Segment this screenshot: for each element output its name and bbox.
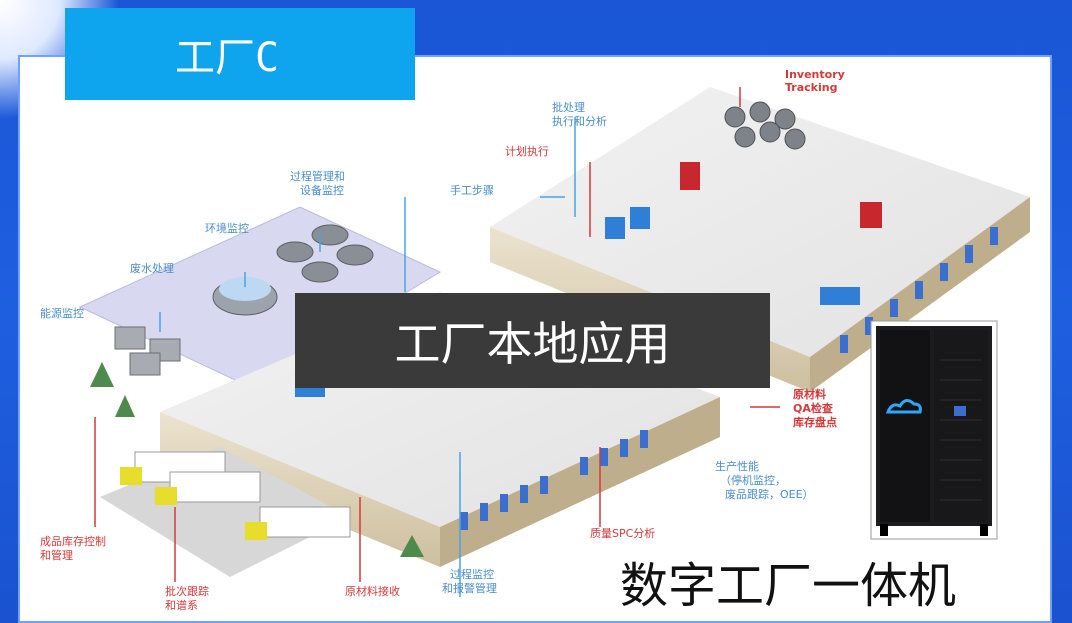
annotation-raw-qa-2: QA检查 xyxy=(793,402,833,415)
annotation-raw-receive: 原材料接收 xyxy=(345,585,400,598)
slide-title: 工厂C xyxy=(65,8,415,100)
callout-lines xyxy=(159,117,576,597)
annotation-wastewater: 废水处理 xyxy=(130,262,174,275)
annotation-energy-monitor: 能源监控 xyxy=(40,307,84,320)
back-windows xyxy=(840,227,998,353)
server-cabinet-image xyxy=(870,320,998,540)
inventory-tanks xyxy=(724,101,806,150)
annotation-finished-inv-1: 成品库存控制 xyxy=(40,535,106,548)
annotation-prod-perf-1: 生产性能 xyxy=(715,460,759,473)
annotation-process-mgmt-2: 设备监控 xyxy=(300,184,344,197)
annotation-env-monitor: 环境监控 xyxy=(205,222,249,235)
annotation-prod-perf-2: （停机监控， xyxy=(720,474,786,487)
red-machines xyxy=(680,162,882,228)
annotation-batch-trace-2: 和谱系 xyxy=(165,599,198,612)
callout-lines-red xyxy=(94,87,780,582)
annotation-process-alarm-1: 过程监控 xyxy=(450,568,494,581)
trucks xyxy=(120,451,351,540)
factory-local-app-label: 工厂本地应用 xyxy=(295,293,770,388)
annotation-process-alarm-2: 和报警管理 xyxy=(442,582,497,595)
front-windows xyxy=(460,430,648,530)
front-building-wall-right xyxy=(440,397,720,567)
annotation-batch-1: 批处理 xyxy=(552,101,585,114)
annotation-batch-2: 执行和分析 xyxy=(552,115,607,128)
cloud-logo-icon xyxy=(885,399,922,414)
annotation-plan-exec: 计划执行 xyxy=(505,145,549,158)
annotation-finished-inv-2: 和管理 xyxy=(40,549,73,562)
annotation-quality-spc: 质量SPC分析 xyxy=(590,527,656,540)
digital-factory-machine-label: 数字工厂一体机 xyxy=(620,558,957,614)
annotation-manual-steps: 手工步骤 xyxy=(450,184,494,197)
annotation-inventory-2: Tracking xyxy=(785,81,838,94)
back-building-floor xyxy=(490,87,1030,357)
energy-units xyxy=(114,326,181,376)
trees xyxy=(90,362,424,557)
wastewater-tank xyxy=(212,277,278,316)
annotation-inventory-1: Inventory xyxy=(785,68,845,81)
storage-tanks xyxy=(276,224,374,283)
annotation-process-mgmt-1: 过程管理和 xyxy=(290,170,345,183)
annotation-batch-trace-1: 批次跟踪 xyxy=(165,585,209,598)
annotation-raw-qa-3: 库存盘点 xyxy=(793,416,837,429)
annotation-raw-qa-1: 原材料 xyxy=(793,388,826,401)
annotation-prod-perf-3: 废品跟踪，OEE） xyxy=(725,488,814,501)
front-building-wall-left xyxy=(160,412,440,567)
